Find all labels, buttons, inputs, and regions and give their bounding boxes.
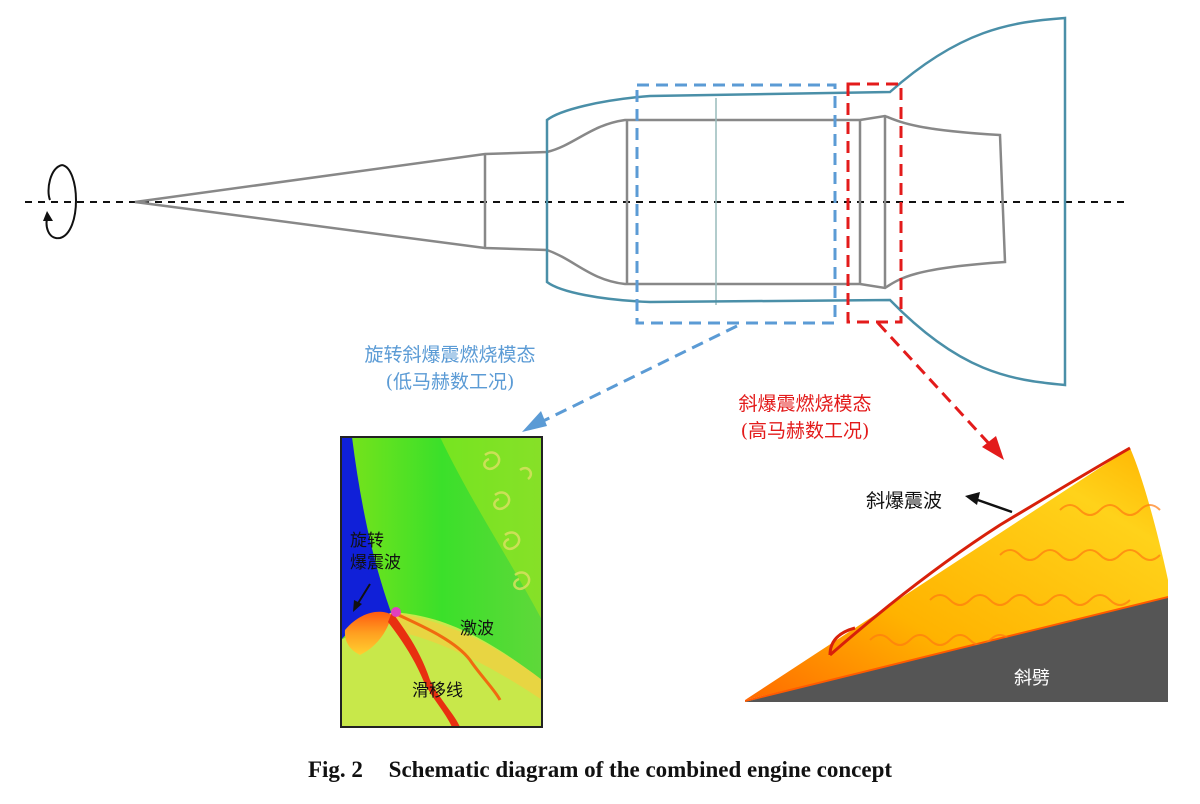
figure-caption: Fig. 2 Schematic diagram of the combined…	[0, 757, 1200, 783]
rotating-wave-label-line2: 爆震波	[350, 553, 401, 573]
oblique-mode-label: 斜爆震燃烧模态 (高马赫数工况)	[700, 391, 910, 445]
oblique-mode-title: 斜爆震燃烧模态	[738, 393, 872, 415]
wedge-shape	[745, 598, 1168, 702]
wedge-label: 斜劈	[1014, 668, 1050, 689]
rotating-mode-box	[635, 83, 837, 325]
oblique-mode-box	[846, 82, 903, 324]
rotating-mode-condition: (低马赫数工况)	[385, 371, 515, 393]
rotating-wave-label: 旋转 爆震波	[350, 530, 401, 574]
shock-wave-label: 激波	[460, 619, 494, 639]
oblique-mode-condition: (高马赫数工况)	[740, 420, 870, 442]
rotating-mode-leader-arrow	[522, 324, 738, 432]
rotation-arrow-icon	[43, 164, 77, 240]
oblique-detonation-inset	[745, 446, 1168, 702]
figure-title: Schematic diagram of the combined engine…	[388, 757, 893, 782]
rotating-mode-label: 旋转斜爆震燃烧模态 (低马赫数工况)	[335, 342, 565, 396]
figure-number: Fig. 2	[307, 757, 363, 782]
outer-engine-outline	[545, 16, 1067, 387]
slip-line-label: 滑移线	[412, 681, 463, 701]
rotating-detonation-inset	[340, 436, 543, 728]
rotating-wave-label-line1: 旋转	[350, 531, 384, 551]
rotating-mode-title: 旋转斜爆震燃烧模态	[364, 344, 536, 366]
inner-engine-outline	[134, 98, 1007, 305]
oblique-wave-label: 斜爆震波	[866, 490, 943, 512]
oblique-mode-leader-arrow	[876, 321, 1004, 460]
